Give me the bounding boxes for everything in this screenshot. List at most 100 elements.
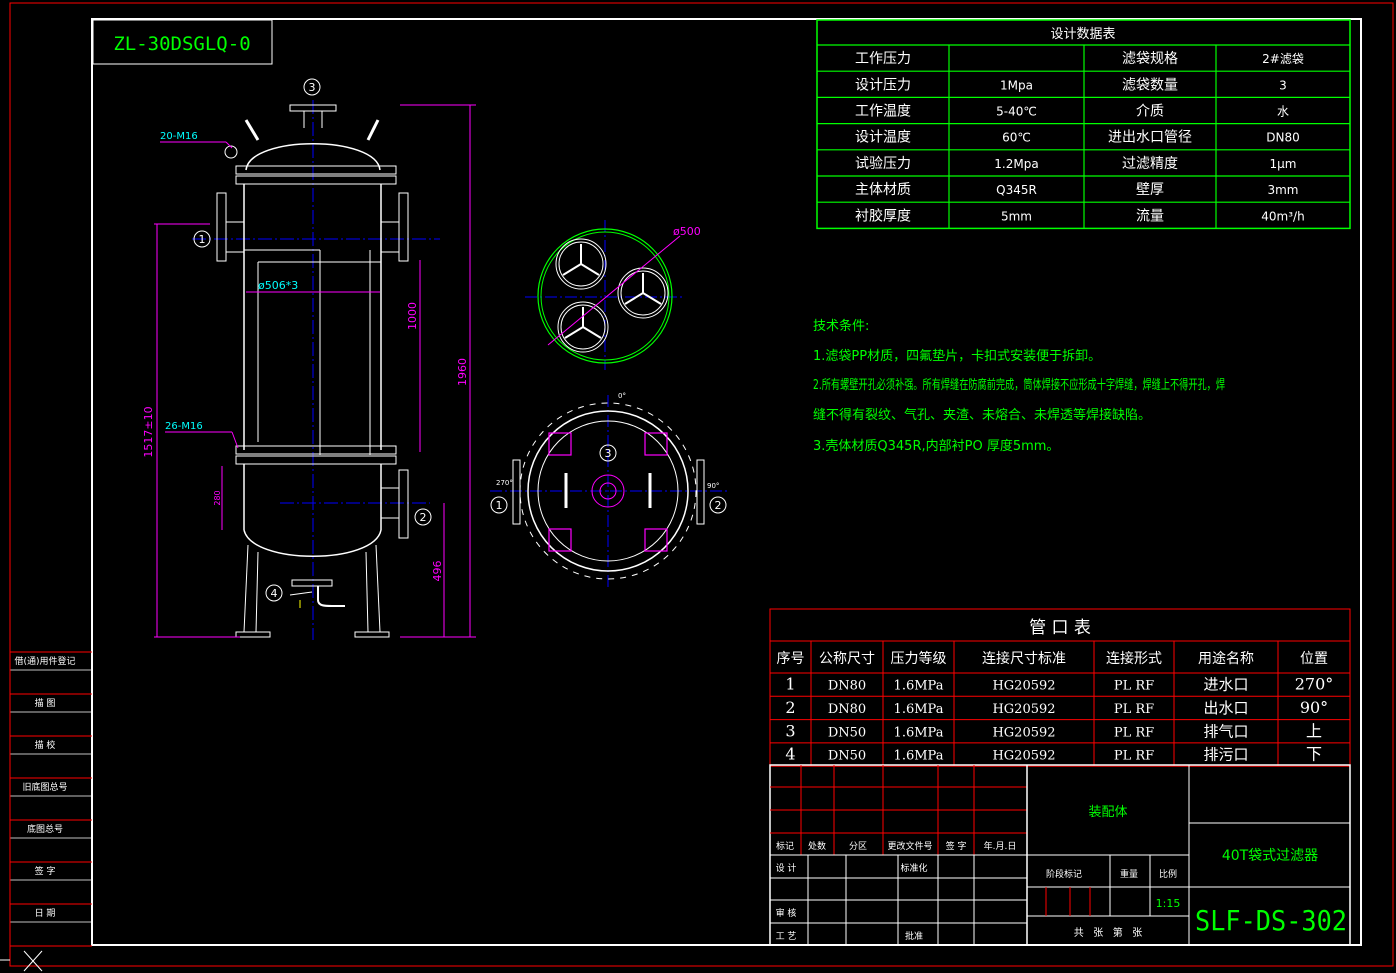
design-cell-1-3: 3 <box>1279 78 1287 92</box>
design-cell-2-0: 工作温度 <box>855 104 911 120</box>
nozzle-cell-3-5: 排污口 <box>1203 746 1248 764</box>
side-stamp-0: 借(通)用件登记 <box>14 655 75 667</box>
balloon-2-right: 2 <box>414 508 432 526</box>
design-cell-6-0: 衬胶厚度 <box>855 207 911 224</box>
plan-view-bags <box>525 220 685 370</box>
design-cell-2-3: 水 <box>1277 105 1289 119</box>
nozzle-cell-2-6: 上 <box>1306 721 1322 740</box>
design-cell-3-0: 设计温度 <box>855 130 911 146</box>
dim-small: 280 <box>213 490 222 505</box>
design-cell-0-3: 2#滤袋 <box>1262 52 1304 66</box>
design-table-title: 设计数据表 <box>1050 27 1115 42</box>
nozzle-header-3: 连接尺寸标准 <box>982 650 1066 667</box>
nozzle-cell-1-1: DN80 <box>828 702 866 717</box>
nozzle-cell-0-1: DN80 <box>828 679 866 694</box>
title-block: 标记 处数 分区 更改文件号 签 字 年.月.日 设 计 标准化 审 核 工 艺… <box>769 764 1351 946</box>
drawing-code: ZL-30DSGLQ-0 <box>113 33 250 55</box>
tech-line-1: 1.滤袋PP材质，四氟垫片，卡扣式安装便于拆卸。 <box>813 348 1101 364</box>
dim-bolt-top: 20-M16 <box>160 131 198 142</box>
design-cell-1-0: 设计压力 <box>855 77 911 93</box>
design-cell-5-2: 壁厚 <box>1136 182 1164 198</box>
nozzle-cell-1-2: 1.6MPa <box>894 702 944 717</box>
tech-line-4: 3.壳体材质Q345R,内部衬PO 厚度5mm。 <box>813 438 1059 454</box>
nozzle-cell-3-4: PL RF <box>1114 749 1154 764</box>
design-cell-0-0: 工作压力 <box>855 51 911 67</box>
side-stamp-2: 描 校 <box>35 739 56 751</box>
tb-weight: 重量 <box>1120 868 1138 880</box>
elevation-view <box>154 100 476 640</box>
svg-text:2: 2 <box>715 499 722 512</box>
dim-height-total: 1960 <box>456 358 469 386</box>
design-cell-1-1: 1Mpa <box>1000 78 1033 92</box>
nozzle-cell-1-0: 2 <box>785 698 795 717</box>
svg-text:4: 4 <box>271 587 278 600</box>
tb-assembly: 装配体 <box>1088 805 1127 820</box>
tech-line-3: 缝不得有裂纹、气孔、夹渣、未熔合、未焊透等焊接缺陷。 <box>813 407 1151 423</box>
rev-h-1: 标记 <box>776 840 794 852</box>
tb-stage: 阶段标记 <box>1046 868 1082 880</box>
tech-conditions: 技术条件: 1.滤袋PP材质，四氟垫片，卡扣式安装便于拆卸。 2.所有螺壁开孔必… <box>813 318 1225 454</box>
nozzle-cell-1-5: 出水口 <box>1203 699 1248 717</box>
nozzle-cell-0-0: 1 <box>785 675 795 694</box>
nozzle-cell-1-3: HG20592 <box>992 702 1055 717</box>
design-cell-3-1: 60℃ <box>1002 131 1031 145</box>
nozzle-cell-3-3: HG20592 <box>992 749 1055 764</box>
rev-h-2: 处数 <box>808 840 826 852</box>
design-cell-2-1: 5-40℃ <box>996 105 1037 119</box>
design-cell-4-3: 1μm <box>1270 157 1297 171</box>
design-cell-5-3: 3mm <box>1267 183 1298 197</box>
inner-frame <box>91 18 1362 946</box>
dim-plan-dia: ø500 <box>673 225 701 238</box>
balloon-4-bottom: 4 <box>265 584 283 602</box>
nozzle-header-4: 连接形式 <box>1106 650 1162 667</box>
design-cell-6-1: 5mm <box>1001 209 1032 223</box>
dim-bag-len: 1000 <box>406 302 419 330</box>
outer-frame <box>9 2 1394 967</box>
nozzle-cell-1-4: PL RF <box>1114 702 1154 717</box>
balloon-1-left: 1 <box>193 230 211 248</box>
tech-title: 技术条件: <box>813 318 869 334</box>
dim-bolt-mid: 26-M16 <box>165 421 203 432</box>
side-stamp-1: 描 图 <box>35 697 56 709</box>
balloon-2-plan: 2 <box>709 496 727 514</box>
design-cell-1-2: 滤袋数量 <box>1122 77 1178 93</box>
tb-doc-no: SLF-DS-302 <box>1195 904 1347 937</box>
side-stamp-5: 签 字 <box>35 865 56 877</box>
design-cell-4-0: 试验压力 <box>855 156 911 172</box>
design-cell-5-1: Q345R <box>996 183 1037 197</box>
rev-h-5: 签 字 <box>946 840 967 852</box>
design-cell-6-2: 流量 <box>1136 208 1164 224</box>
deg-90: 90° <box>707 482 719 490</box>
tb-product: 40T袋式过滤器 <box>1222 848 1318 864</box>
rev-h-3: 分区 <box>849 841 867 852</box>
design-cell-3-2: 进出水口管径 <box>1108 130 1192 146</box>
nozzle-header-1: 公称尺寸 <box>819 651 875 667</box>
design-cell-3-3: DN80 <box>1266 131 1300 145</box>
nozzle-cell-2-3: HG20592 <box>992 725 1055 740</box>
design-cell-6-3: 40m³/h <box>1261 209 1304 223</box>
nozzle-cell-2-2: 1.6MPa <box>894 725 944 740</box>
nozzle-cell-0-6: 270° <box>1295 675 1334 694</box>
balloon-1-plan: 1 <box>490 496 508 514</box>
nozzle-cell-0-2: 1.6MPa <box>894 679 944 694</box>
nozzle-cell-0-4: PL RF <box>1114 679 1154 694</box>
nozzle-cell-0-3: HG20592 <box>992 679 1055 694</box>
nozzle-cell-3-6: 下 <box>1306 745 1322 764</box>
tb-design: 设 计 <box>776 862 797 874</box>
nozzle-cell-2-0: 3 <box>785 721 795 740</box>
design-cell-2-2: 介质 <box>1136 104 1164 120</box>
rev-h-6: 年.月.日 <box>984 840 1017 852</box>
design-cell-0-2: 滤袋规格 <box>1122 51 1178 67</box>
tb-standardize: 标准化 <box>900 862 927 874</box>
deg-270: 270° <box>496 479 513 487</box>
nozzle-cell-1-6: 90° <box>1300 698 1328 717</box>
nozzle-cell-3-2: 1.6MPa <box>894 749 944 764</box>
tb-process: 工 艺 <box>776 931 797 942</box>
side-stamp-4: 底图总号 <box>27 823 63 835</box>
dim-outlet-h: 496 <box>431 561 444 582</box>
drawing-code-box: ZL-30DSGLQ-0 <box>92 19 273 65</box>
deg-0: 0° <box>618 392 626 400</box>
design-cell-4-2: 过滤精度 <box>1122 156 1178 172</box>
